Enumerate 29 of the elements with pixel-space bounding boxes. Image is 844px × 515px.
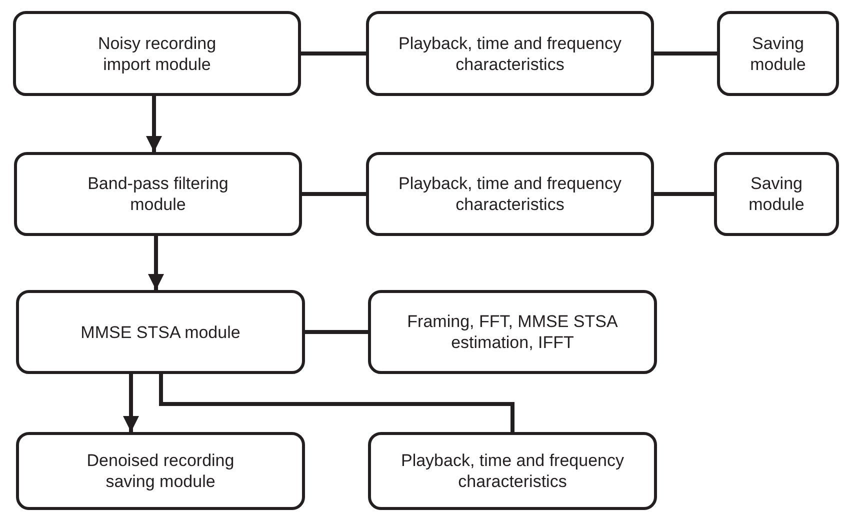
process-box: [366, 152, 654, 236]
box-label: Framing, FFT, MMSE STSA estimation, IFFT: [406, 311, 619, 353]
box-label: Noisy recording import module: [96, 32, 218, 74]
connector-line: [654, 192, 714, 196]
process-box: [16, 432, 305, 510]
process-box: [16, 290, 305, 374]
box-label: Playback, time and frequency characteristics: [397, 173, 622, 215]
process-box: [366, 11, 654, 96]
arrow: [146, 96, 162, 152]
process-box: [717, 11, 839, 96]
connector-line: [301, 52, 366, 56]
connector-line: [305, 330, 368, 334]
arrow: [123, 374, 139, 432]
process-box: [714, 152, 839, 236]
arrow: [148, 236, 164, 290]
box-label: Playback, time and frequency characteristics: [397, 32, 622, 74]
box-label: Saving module: [748, 173, 806, 215]
process-box: [13, 11, 301, 96]
process-box: [368, 290, 657, 374]
process-box: [368, 432, 657, 510]
connector-line: [302, 192, 366, 196]
box-label: Saving module: [749, 32, 807, 74]
box-label: MMSE STSA module: [80, 322, 240, 342]
connector-line: [159, 374, 514, 432]
box-label: Playback, time and frequency characteristics: [400, 450, 625, 492]
process-box: [14, 152, 302, 236]
box-label: Band-pass filtering module: [86, 173, 230, 215]
box-label: Denoised recording saving module: [86, 450, 236, 492]
connector-line: [654, 52, 717, 56]
